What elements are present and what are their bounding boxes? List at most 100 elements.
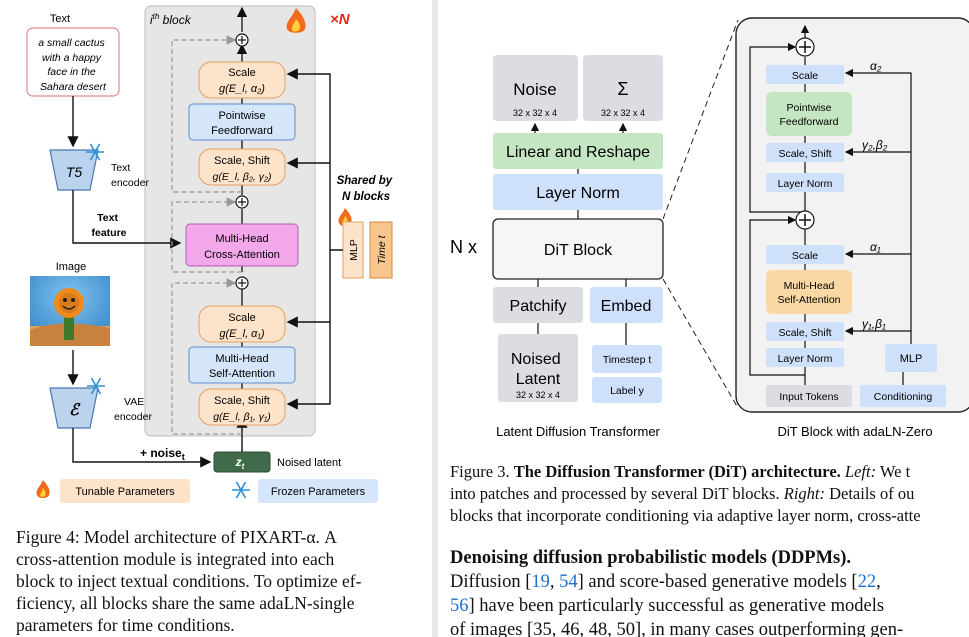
citation-link[interactable]: 54 — [559, 572, 578, 592]
text-label: Text — [50, 13, 70, 25]
svg-text:Scale, Shift: Scale, Shift — [778, 327, 831, 339]
svg-text:Self-Attention: Self-Attention — [209, 368, 275, 380]
paragraph-line: of images [35, 46, 48, 50], in many case… — [450, 620, 904, 637]
tunable-legend — [60, 479, 190, 503]
shared-by-label: Shared by N blocks — [337, 175, 396, 203]
sigma-label: Σ — [617, 79, 628, 99]
svg-text:Conditioning: Conditioning — [874, 391, 933, 403]
svg-text:g(E_l, α₂): g(E_l, α₂) — [219, 83, 265, 95]
scale-shift2-box — [198, 148, 286, 186]
scale2-box — [198, 61, 286, 99]
left-diagram-title: Latent Diffusion Transformer — [496, 424, 660, 439]
svg-text:g(E_l, β₁, γ₁): g(E_l, β₁, γ₁) — [213, 411, 271, 423]
snowflake-icon — [232, 481, 250, 499]
gamma-beta2-label: γ₂,β₂ — [862, 138, 888, 152]
svg-text:Layer Norm: Layer Norm — [778, 353, 833, 365]
linear-reshape-label: Linear and Reshape — [506, 144, 650, 161]
layer-norm-box — [493, 174, 663, 210]
embed-label: Embed — [601, 298, 652, 315]
caption-line: Figure 4: Model architecture of PIXART-α… — [16, 527, 337, 547]
r-scale1-box — [766, 245, 844, 264]
zt-label: zt — [235, 455, 245, 471]
svg-text:g(E_l, β₂, γ₂): g(E_l, β₂, γ₂) — [213, 171, 272, 183]
timestep-label: Timestep t — [603, 354, 652, 366]
r-self-attention-box — [766, 270, 852, 314]
svg-text:Multi-Head: Multi-Head — [215, 353, 268, 365]
r-mlp-box — [885, 344, 937, 372]
block-title: ith block — [150, 12, 192, 27]
svg-text:MLP: MLP — [900, 353, 923, 365]
noised-latent-box — [498, 334, 578, 402]
input-tokens-box — [766, 385, 852, 407]
svg-text:Input Tokens: Input Tokens — [779, 391, 838, 403]
caption-line: blocks that incorporate conditioning via… — [450, 506, 921, 525]
svg-text:Layer Norm: Layer Norm — [778, 178, 833, 190]
noise-label: + noiset — [140, 446, 185, 462]
caption-line: parameters for time conditions. — [16, 615, 235, 635]
svg-text:Multi-Head: Multi-Head — [784, 280, 835, 292]
alpha2-label: α₂ — [870, 59, 882, 73]
time-box — [369, 221, 393, 279]
r-layer-norm2-box — [766, 173, 844, 192]
svg-text:Scale: Scale — [228, 312, 256, 324]
svg-text:Self-Attention: Self-Attention — [777, 294, 840, 306]
citation-link[interactable]: 19 — [531, 572, 550, 592]
scale1-box — [198, 305, 286, 343]
noise-dim: 32 x 32 x 4 — [513, 108, 557, 118]
paragraph-heading: Denoising diffusion probabilistic models… — [450, 548, 852, 568]
figure4-caption: Figure 4: Model architecture of PIXART-α… — [16, 526, 416, 636]
dit-block-label: DiT Block — [544, 242, 613, 259]
svg-text:Feedforward: Feedforward — [211, 125, 273, 137]
svg-text:Scale: Scale — [228, 67, 256, 79]
linear-reshape-box — [493, 133, 663, 169]
cross-attention-box — [185, 223, 299, 267]
scale-shift1-box — [198, 388, 286, 426]
noised-latent-label: Noised Latent — [511, 351, 565, 388]
svg-text:Scale, Shift: Scale, Shift — [214, 155, 270, 167]
r-scale-shift1-box — [766, 322, 844, 341]
label-y-label: Label y — [610, 385, 645, 397]
time-label: Time t — [376, 234, 388, 264]
r-pointwise-box — [766, 92, 852, 136]
sigma-box — [583, 55, 663, 121]
noise-label: Noise — [513, 80, 556, 99]
r-scale2-box — [766, 65, 844, 84]
alpha1-label: α₁ — [870, 240, 881, 254]
vae-encoder-label: VAE encoder — [114, 396, 152, 423]
noised-latent-label: Noised latent — [277, 457, 341, 469]
noise-box — [493, 55, 578, 121]
citation-link[interactable]: 22 — [857, 572, 877, 592]
text-encoder-label: Text encoder — [111, 162, 149, 189]
right-diagram-title: DiT Block with adaLN-Zero — [777, 424, 932, 439]
dit-architecture-diagram: Noise 32 x 32 x 4 Σ 32 x 32 x 4 Linear a… — [450, 17, 969, 439]
ddpm-paragraph: Denoising diffusion probabilistic models… — [450, 546, 969, 637]
svg-text:Scale: Scale — [792, 70, 818, 82]
mlp-label: MLP — [348, 239, 360, 261]
gamma-beta1-label: γ₁,β₁ — [862, 317, 886, 331]
caption-line: cross-attention module is integrated int… — [16, 549, 335, 569]
prompt-text: a small cactus with a happy face in the … — [38, 37, 107, 93]
svg-text:Multi-Head: Multi-Head — [215, 233, 268, 245]
pixart-architecture-diagram: ith block ×N Text a small cactus with a … — [26, 5, 396, 503]
svg-text:Scale, Shift: Scale, Shift — [214, 395, 270, 407]
layer-norm-label: Layer Norm — [536, 185, 620, 202]
latent-dim: 32 x 32 x 4 — [516, 390, 560, 400]
image-label: Image — [56, 261, 87, 273]
t5-label: T5 — [66, 164, 83, 180]
timestep-box — [592, 345, 662, 373]
figure3-caption: Figure 3. The Diffusion Transformer (DiT… — [450, 461, 969, 527]
paragraph-line: 56] have been particularly successful as… — [450, 596, 885, 616]
flame-icon — [36, 480, 50, 498]
text-feature-label: Text feature — [91, 212, 126, 239]
caption-line: into patches and processed by several Di… — [450, 484, 915, 503]
paragraph-line: Diffusion [19, 54] and score-based gener… — [450, 572, 881, 592]
frozen-label: Frozen Parameters — [271, 486, 366, 498]
svg-text:Pointwise: Pointwise — [218, 110, 265, 122]
caption-line: ficiency, all blocks share the same adaL… — [16, 593, 355, 613]
citation-link[interactable]: 56 — [450, 596, 469, 616]
dit-block-box — [492, 218, 664, 280]
snowflake-icon — [87, 377, 105, 395]
svg-text:Feedforward: Feedforward — [780, 116, 839, 128]
svg-text:Scale, Shift: Scale, Shift — [778, 148, 831, 160]
caption-line: Figure 3. The Diffusion Transformer (DiT… — [450, 462, 911, 481]
